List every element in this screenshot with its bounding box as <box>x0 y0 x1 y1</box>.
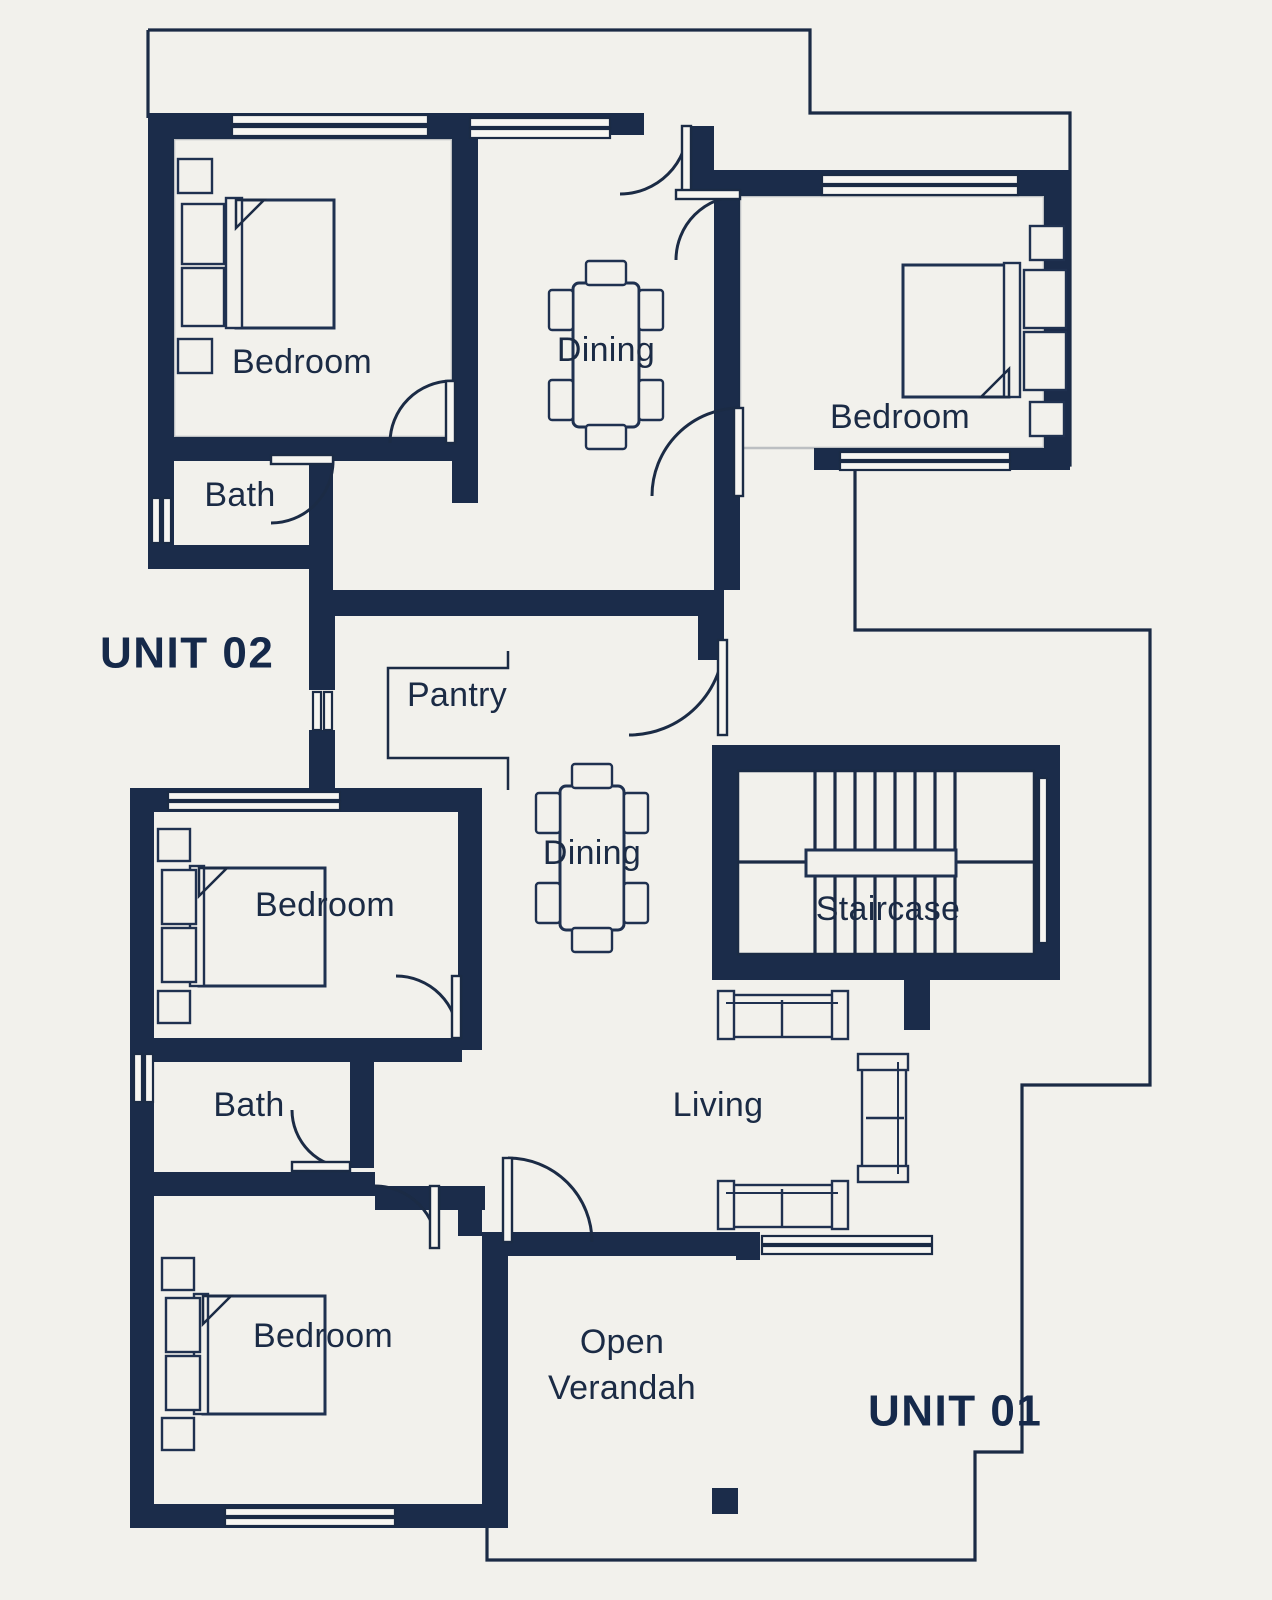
bed-top-left <box>176 157 336 375</box>
dining-set-bottom <box>534 762 650 954</box>
label-open-verandah-line1: Open <box>580 1323 664 1361</box>
label-bedroom-mid-left: Bedroom <box>255 886 395 924</box>
bed-top-right <box>901 224 1068 438</box>
bed-mid-left <box>156 827 327 1025</box>
label-pantry: Pantry <box>407 676 507 714</box>
door-bath-top-left <box>269 453 335 525</box>
windows <box>132 113 1049 1528</box>
bed-bottom-left <box>160 1256 327 1452</box>
label-open-verandah-line2: Verandah <box>548 1369 696 1407</box>
sofa-living-top <box>716 989 850 1041</box>
room-labels: Bedroom Bath Dining Bedroom Pantry Bedro… <box>204 331 970 1407</box>
label-dining-bottom: Dining <box>543 834 641 872</box>
doors <box>269 124 745 1250</box>
sofa-living-bottom <box>716 1179 850 1231</box>
stair-flight <box>736 769 1036 956</box>
door-bedroom-mid-left <box>395 974 463 1040</box>
unit-labels: UNIT 02 UNIT 01 <box>100 629 1042 1436</box>
door-bedroom-top-left <box>388 379 457 445</box>
pantry-counter <box>386 651 510 790</box>
label-bedroom-top-left: Bedroom <box>232 343 372 381</box>
label-unit-01: UNIT 01 <box>868 1387 1042 1436</box>
label-bedroom-top-right: Bedroom <box>830 398 970 436</box>
door-hall-center <box>628 638 729 737</box>
label-unit-02: UNIT 02 <box>100 629 274 678</box>
sofa-living-right <box>856 1052 910 1184</box>
door-bedroom-top-right-lower <box>650 406 745 498</box>
door-bedroom-top-right-upper <box>674 188 742 261</box>
door-bath-bottom-left <box>290 1109 352 1173</box>
label-bath-top-left: Bath <box>204 476 275 514</box>
label-dining-top: Dining <box>557 331 655 369</box>
label-bath-bottom-left: Bath <box>213 1086 284 1124</box>
door-bedroom-bottom-left <box>374 1184 441 1250</box>
label-living: Living <box>673 1086 764 1124</box>
label-staircase: Staircase <box>816 890 960 928</box>
dining-set-top <box>547 259 665 451</box>
door-verandah <box>501 1156 594 1244</box>
label-bedroom-bottom-left: Bedroom <box>253 1317 393 1355</box>
property-boundary-outline <box>146 28 1152 1562</box>
